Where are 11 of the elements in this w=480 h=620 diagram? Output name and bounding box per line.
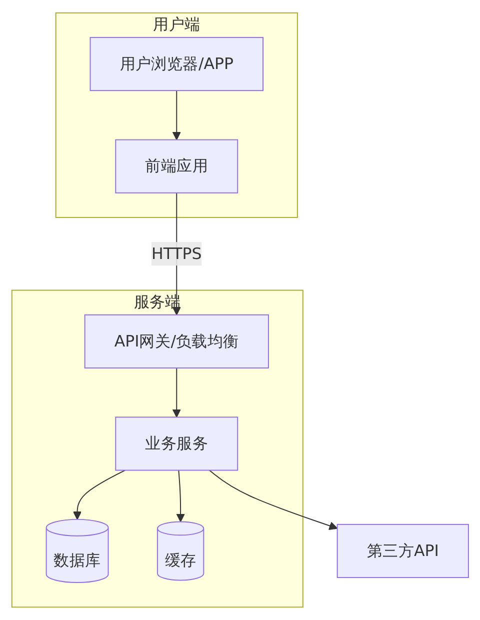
arrow xyxy=(176,470,185,522)
node-box: 前端应用 xyxy=(115,139,238,194)
edge-label: HTTPS xyxy=(151,244,202,263)
arrow xyxy=(172,367,181,418)
node-box: 第三方API xyxy=(336,524,469,578)
node-box: API网关/负载均衡 xyxy=(84,314,269,368)
node-box: 用户浏览器/APP xyxy=(90,36,264,92)
node-box: 业务服务 xyxy=(115,416,238,471)
arrow xyxy=(172,90,181,140)
arrow xyxy=(72,470,126,520)
arrow xyxy=(208,470,338,530)
